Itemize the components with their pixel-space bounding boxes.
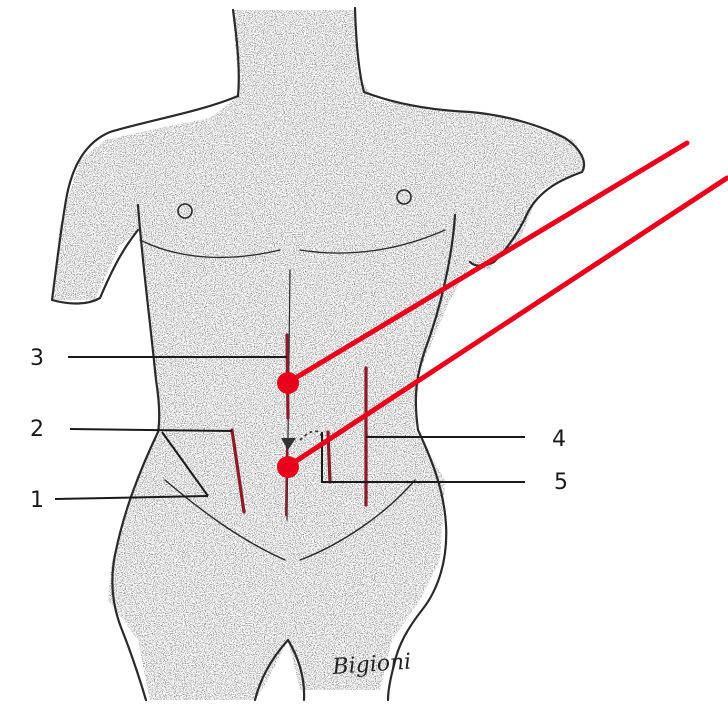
torso-illustration [52,8,585,700]
torso-shading [52,10,585,700]
red-pointer-dot-lower [277,456,299,478]
callout-label-4: 4 [552,427,566,452]
callout-label-5: 5 [554,470,568,495]
artist-signature: Bigioni [331,650,412,681]
red-pointer-dot-upper [277,372,299,394]
callout-label-3: 3 [30,346,44,371]
callout-label-2: 2 [30,417,44,442]
callout-label-1: 1 [30,488,44,513]
